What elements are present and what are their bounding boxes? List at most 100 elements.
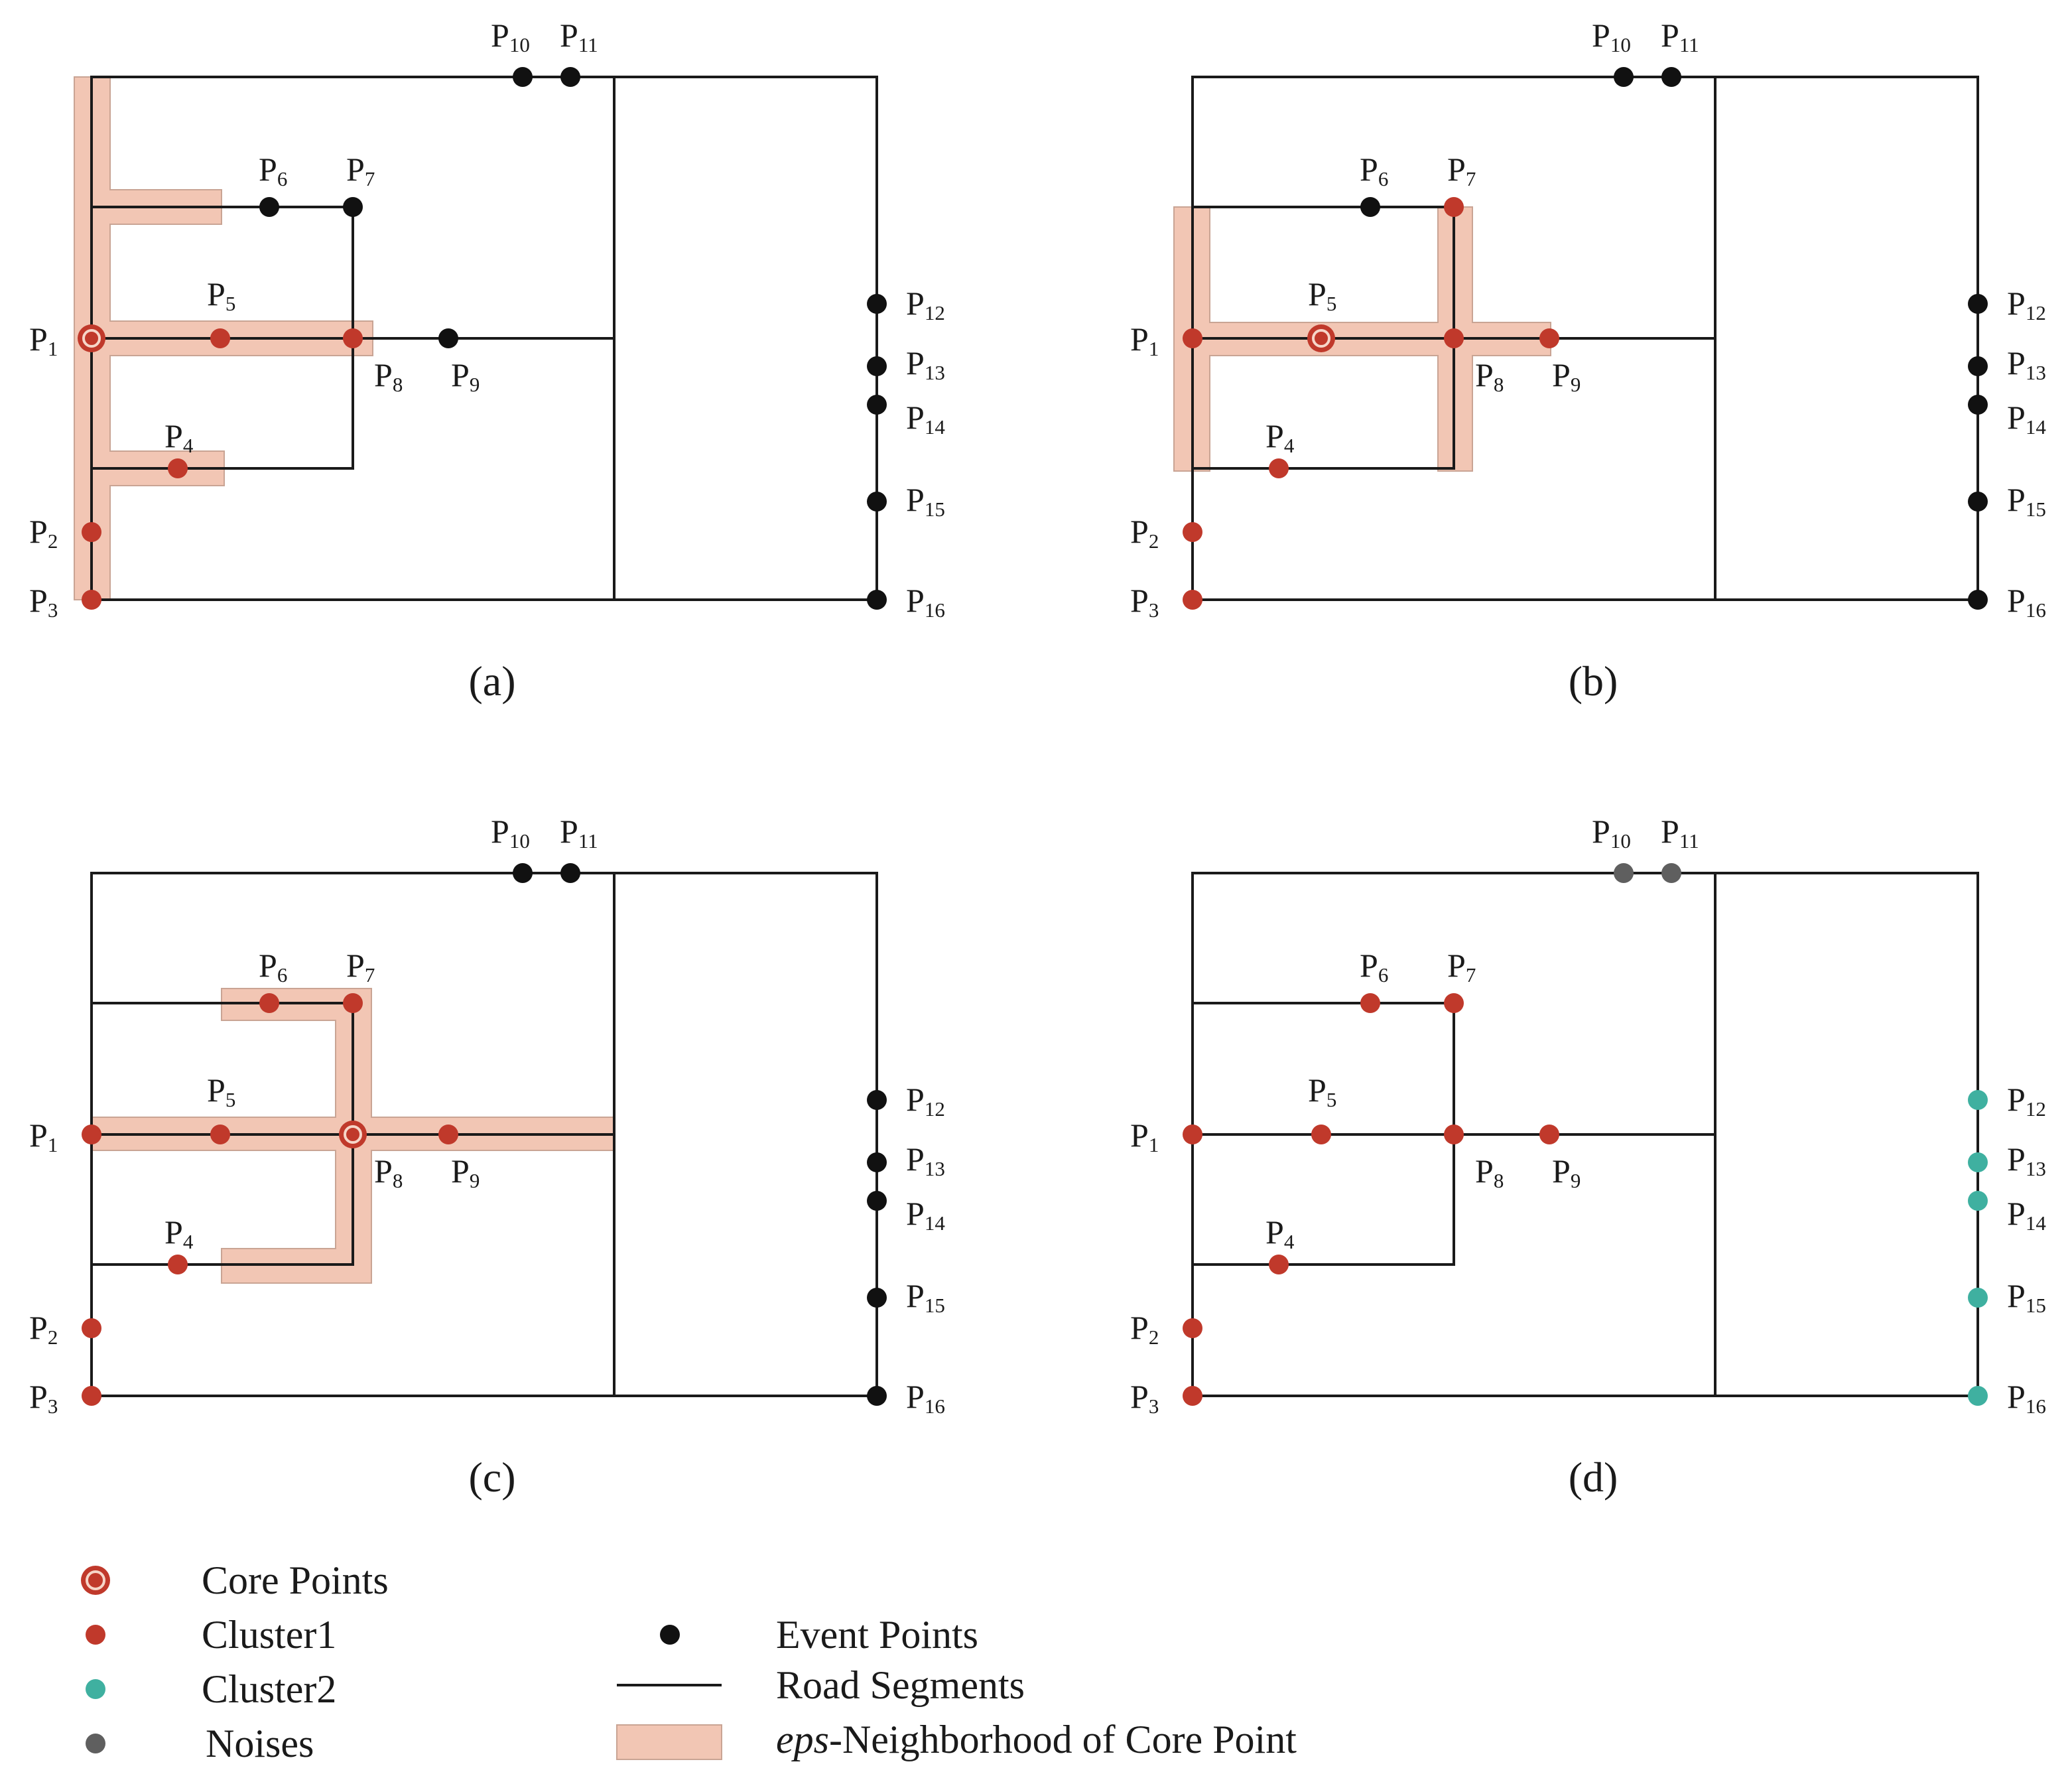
label-p11: P11 — [1661, 813, 1699, 853]
point-p3 — [1183, 590, 1202, 610]
point-p14 — [867, 1191, 887, 1211]
label-p10: P10 — [1592, 17, 1631, 56]
legend-noise-label: Noises — [206, 1722, 314, 1765]
point-p15 — [867, 492, 887, 512]
legend-eps-italic: eps — [776, 1718, 829, 1761]
legend-core-symbol — [81, 1566, 110, 1595]
point-p15 — [867, 1288, 887, 1308]
point-p4 — [168, 1255, 188, 1274]
legend-eps: eps-Neighborhood of Core Point — [616, 1718, 1297, 1761]
panel-caption: (a) — [468, 657, 515, 705]
legend-cluster1: Cluster1 — [86, 1613, 336, 1657]
label-p6: P6 — [1360, 947, 1388, 987]
label-p3: P3 — [1130, 582, 1159, 622]
legend-core-ring — [86, 1570, 105, 1590]
core-ring — [1312, 329, 1330, 348]
legend-eps-label: eps-Neighborhood of Core Point — [776, 1718, 1297, 1761]
point-p11 — [560, 67, 580, 87]
label-p1: P1 — [29, 1117, 58, 1156]
label-p2: P2 — [29, 513, 58, 553]
point-p4 — [1269, 458, 1289, 478]
label-p14: P14 — [2007, 1195, 2046, 1235]
point-p2 — [1183, 522, 1202, 542]
legend-event-label: Event Points — [776, 1613, 978, 1657]
point-p3 — [82, 590, 101, 610]
point-p10 — [513, 863, 533, 883]
label-p15: P15 — [906, 481, 945, 521]
point-p5 — [210, 1125, 230, 1144]
label-p9: P9 — [1552, 1152, 1581, 1192]
point-p16 — [867, 590, 887, 610]
label-p7: P7 — [346, 151, 375, 190]
label-p12: P12 — [906, 1081, 945, 1121]
legend-core-label: Core Points — [202, 1558, 389, 1602]
label-p2: P2 — [1130, 513, 1159, 553]
label-p3: P3 — [29, 1378, 58, 1418]
point-p15 — [1968, 1288, 1988, 1308]
label-p4: P4 — [164, 1213, 194, 1253]
point-p2 — [82, 522, 101, 542]
label-p7: P7 — [1447, 151, 1476, 190]
point-p7 — [1444, 197, 1464, 217]
legend-noise-symbol — [86, 1734, 105, 1753]
legend-cluster2-symbol — [86, 1679, 105, 1699]
point-p12 — [1968, 1090, 1988, 1110]
legend-cluster1-symbol — [86, 1625, 105, 1645]
point-p13 — [867, 1152, 887, 1172]
label-p4: P4 — [164, 417, 194, 457]
label-p14: P14 — [906, 399, 945, 439]
label-p4: P4 — [1265, 417, 1295, 457]
point-p14 — [1968, 1191, 1988, 1211]
label-p12: P12 — [906, 285, 945, 324]
label-p14: P14 — [906, 1195, 945, 1235]
point-p8 — [1444, 328, 1464, 348]
label-p11: P11 — [560, 17, 598, 56]
point-p10 — [1614, 863, 1634, 883]
point-p14 — [867, 395, 887, 415]
point-p5 — [210, 328, 230, 348]
point-p9 — [438, 1125, 458, 1144]
point-p5 — [1311, 1125, 1331, 1144]
point-p14 — [1968, 395, 1988, 415]
point-p3 — [1183, 1386, 1202, 1406]
label-p13: P13 — [906, 344, 945, 384]
label-p15: P15 — [906, 1277, 945, 1317]
point-p13 — [1968, 1152, 1988, 1172]
label-p1: P1 — [29, 320, 58, 360]
label-p5: P5 — [207, 275, 235, 315]
point-p16 — [1968, 1386, 1988, 1406]
label-p11: P11 — [1661, 17, 1699, 56]
point-p6 — [1360, 993, 1380, 1013]
legend-event: Event Points — [660, 1613, 978, 1657]
label-p12: P12 — [2007, 1081, 2046, 1121]
core-ring — [82, 329, 101, 348]
label-p8: P8 — [374, 1152, 403, 1192]
label-p2: P2 — [1130, 1309, 1159, 1349]
label-p10: P10 — [491, 17, 530, 56]
label-p13: P13 — [2007, 1140, 2046, 1180]
point-p6 — [259, 197, 279, 217]
point-p1 — [82, 1125, 101, 1144]
panel-caption: (b) — [1569, 657, 1618, 705]
point-p11 — [1661, 67, 1681, 87]
point-p4 — [168, 458, 188, 478]
legend-road: Road Segments — [617, 1663, 1025, 1707]
label-p13: P13 — [906, 1140, 945, 1180]
point-p11 — [1661, 863, 1681, 883]
point-p16 — [867, 1386, 887, 1406]
point-p1 — [1183, 328, 1202, 348]
point-p7 — [343, 993, 363, 1013]
label-p9: P9 — [1552, 356, 1581, 396]
label-p1: P1 — [1130, 1117, 1159, 1156]
label-p8: P8 — [1475, 1152, 1504, 1192]
legend-eps-symbol — [616, 1724, 722, 1760]
legend-noise: Noises — [86, 1722, 314, 1765]
label-p16: P16 — [906, 1378, 945, 1418]
label-p5: P5 — [1308, 1071, 1336, 1111]
point-p3 — [82, 1386, 101, 1406]
label-p10: P10 — [1592, 813, 1631, 853]
